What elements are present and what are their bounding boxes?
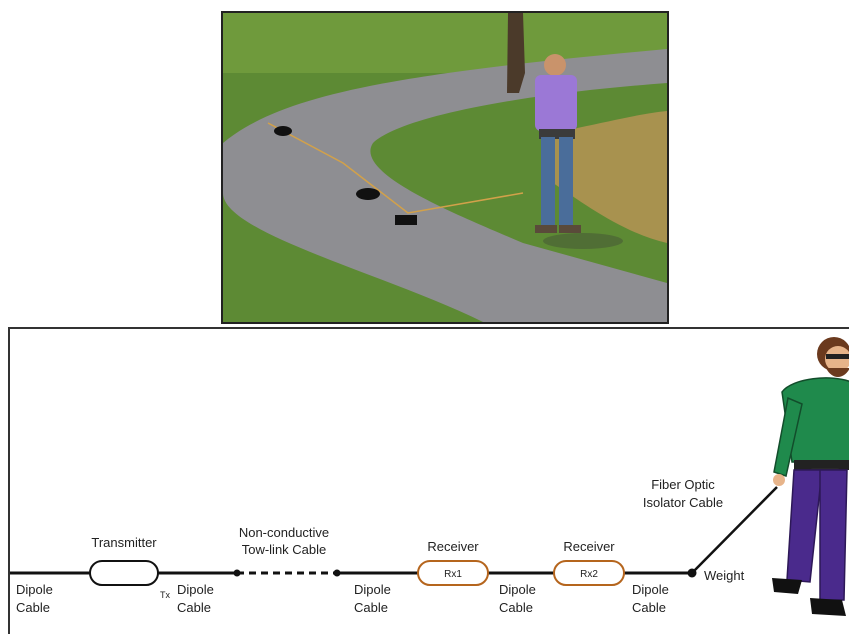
dipole-cable-label-3b: Cable bbox=[354, 600, 388, 615]
tow-link-label-line-1: Non-conductive bbox=[239, 525, 329, 540]
receiver-1-label: Receiver bbox=[427, 539, 479, 554]
tow-array-diagram: Transmitter Tx Non-conductive Tow-link C… bbox=[8, 327, 849, 634]
receiver-2-label: Receiver bbox=[563, 539, 615, 554]
fiber-optic-label-line-2: Isolator Cable bbox=[643, 495, 723, 510]
field-photo-illustration bbox=[223, 13, 667, 322]
dipole-cable-label-4a: Dipole bbox=[499, 582, 536, 597]
transmitter-unit-icon bbox=[89, 560, 159, 586]
tow-link-label-line-2: Tow-link Cable bbox=[242, 542, 327, 557]
walking-operator-icon bbox=[772, 337, 849, 616]
receiver-2-tag: Rx2 bbox=[580, 569, 598, 580]
tow-link-start-node bbox=[233, 569, 241, 577]
dipole-cable-label-3a: Dipole bbox=[354, 582, 391, 597]
fiber-optic-isolator-cable bbox=[691, 486, 778, 574]
dipole-cable-label-5b: Cable bbox=[632, 600, 666, 615]
transmitter-unit-icon bbox=[274, 126, 292, 136]
paved-path bbox=[223, 49, 667, 322]
tx-marker: Tx bbox=[160, 590, 170, 600]
dirt-patch bbox=[553, 111, 667, 243]
transmitter-label: Transmitter bbox=[91, 535, 157, 550]
dipole-cable-label-5a: Dipole bbox=[632, 582, 669, 597]
dipole-cable-label-1b: Cable bbox=[16, 600, 50, 615]
receiver-unit-icon bbox=[356, 188, 380, 200]
receiver-unit-icon bbox=[417, 560, 489, 586]
dipole-cable-label-2b: Cable bbox=[177, 600, 211, 615]
field-photo bbox=[221, 11, 669, 324]
tree-trunk bbox=[507, 13, 525, 93]
dipole-cable-label-1a: Dipole bbox=[16, 582, 53, 597]
fiber-optic-label-line-1: Fiber Optic bbox=[651, 477, 715, 492]
weight-icon bbox=[395, 215, 417, 225]
weight-label: Weight bbox=[704, 568, 745, 583]
dipole-cable-label-4b: Cable bbox=[499, 600, 533, 615]
dipole-cable-label-2a: Dipole bbox=[177, 582, 214, 597]
receiver-1-tag: Rx1 bbox=[444, 569, 462, 580]
walking-operator-icon bbox=[535, 54, 623, 249]
tow-array-schematic: Transmitter Tx Non-conductive Tow-link C… bbox=[10, 337, 849, 616]
receiver-unit-icon bbox=[553, 560, 625, 586]
tow-link-end-node bbox=[333, 569, 341, 577]
tow-cable bbox=[267, 122, 524, 214]
